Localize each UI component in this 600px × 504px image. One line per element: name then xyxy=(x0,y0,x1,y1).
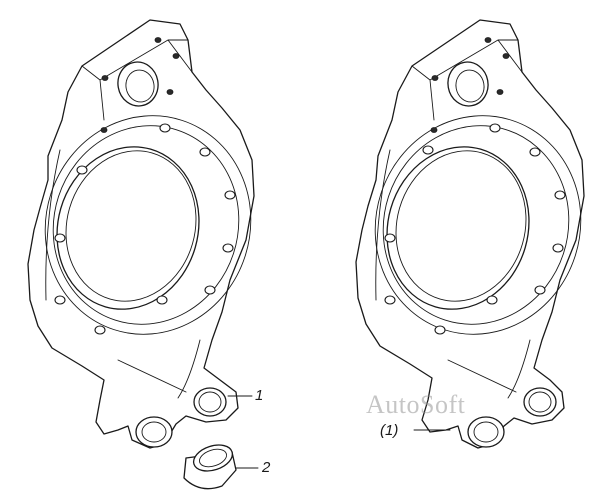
left-housing xyxy=(27,19,259,490)
left-web-lines xyxy=(45,149,201,399)
right-boss-front xyxy=(467,416,505,448)
left-top-plate xyxy=(81,39,193,121)
left-flange-bore-inner xyxy=(65,150,197,302)
right-flange-bore-inner xyxy=(395,150,527,302)
left-bushing xyxy=(183,444,237,490)
right-top-plate-holes xyxy=(430,37,510,133)
right-flange-mid xyxy=(382,125,570,325)
callout-label-2: 2 xyxy=(262,459,271,476)
left-top-plate-holes xyxy=(100,37,180,133)
callout-label-1-parenthesized: (1) xyxy=(380,422,399,439)
right-flange-bore xyxy=(386,146,530,310)
left-boss-front xyxy=(135,416,173,448)
left-bolt-holes xyxy=(54,123,236,335)
left-flange-outer xyxy=(44,115,252,335)
left-flange-bore xyxy=(56,146,200,310)
right-web-lines xyxy=(375,149,531,399)
watermark-text: AutoSoft xyxy=(366,390,466,419)
callout-label-1: 1 xyxy=(255,387,264,404)
left-flange-mid xyxy=(52,125,240,325)
right-housing xyxy=(355,19,585,449)
right-bolt-holes xyxy=(384,123,566,335)
right-top-plate xyxy=(411,39,523,121)
